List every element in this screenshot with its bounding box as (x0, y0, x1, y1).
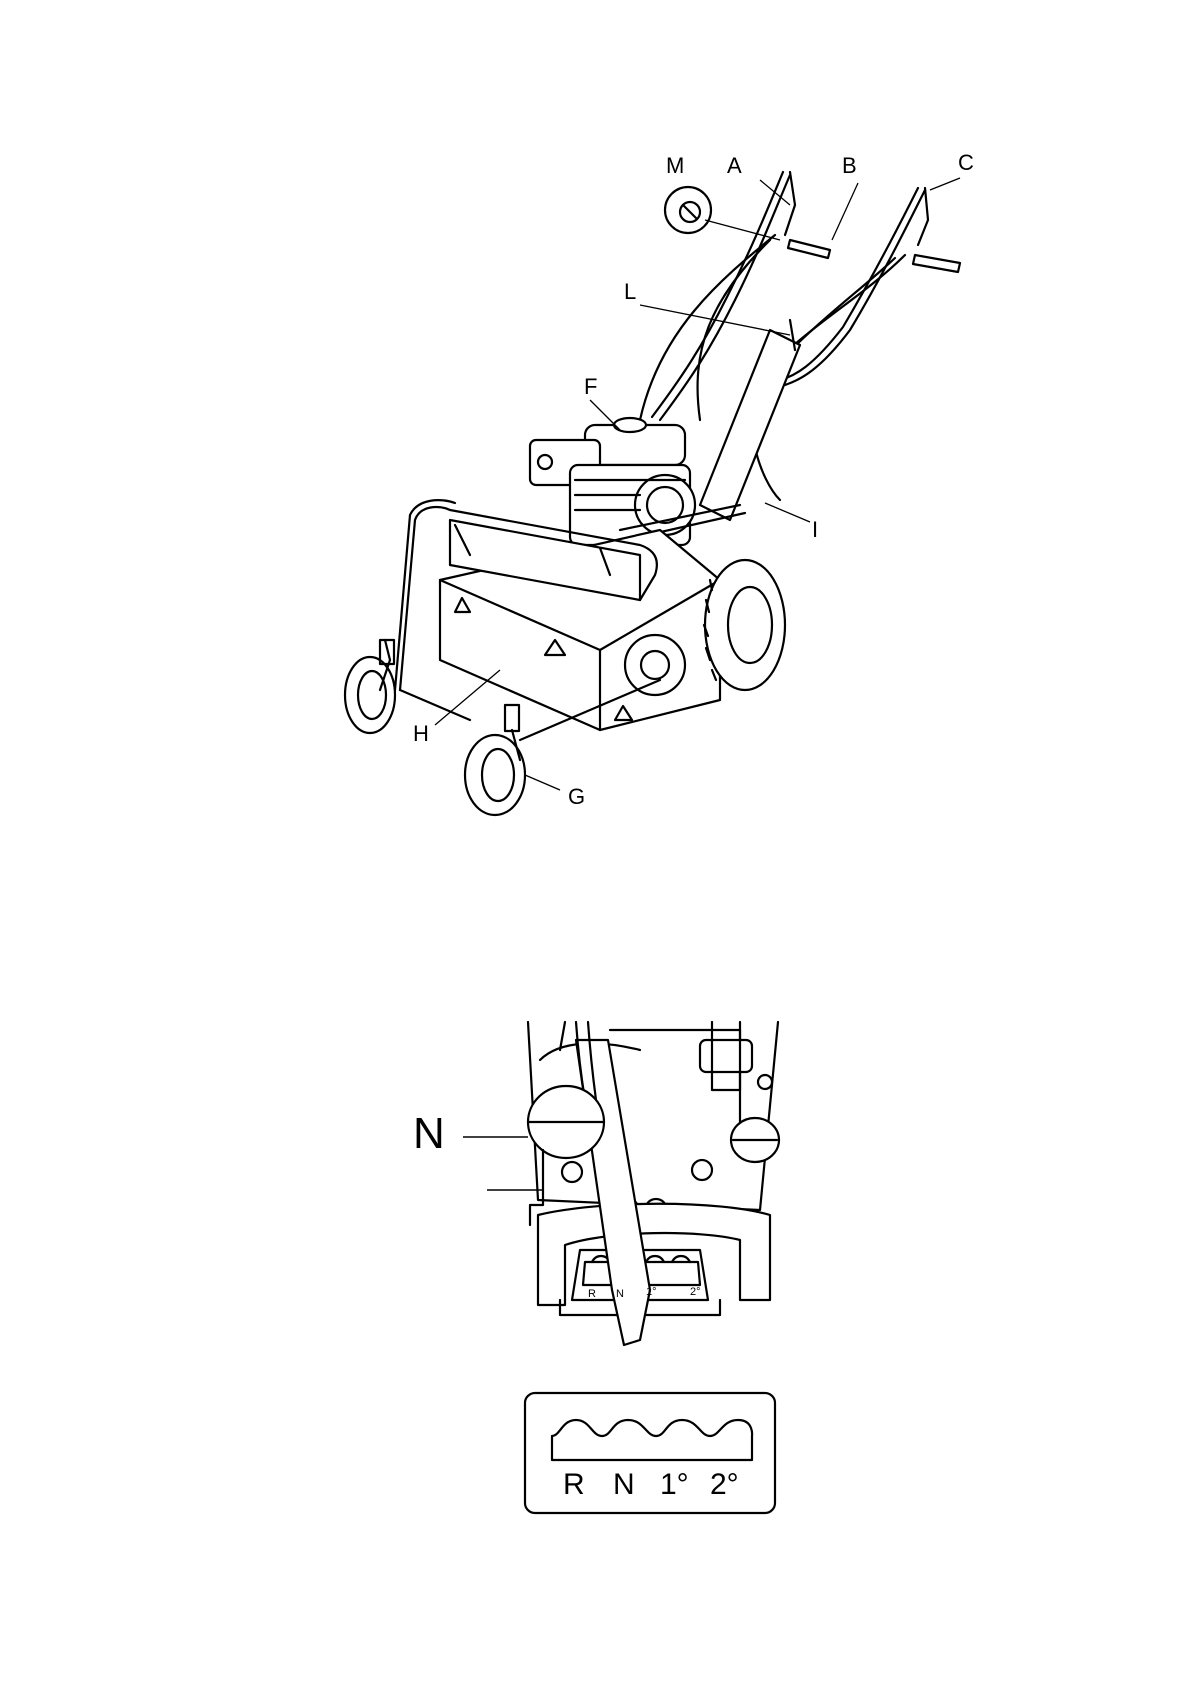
gate-label-r: R (588, 1289, 596, 1300)
plate-label-n: N (613, 1470, 635, 1500)
plate-label-r: R (563, 1470, 585, 1500)
gate-label-2: 2° (690, 1287, 701, 1298)
label-n: N (413, 1112, 445, 1156)
bolt-4 (692, 1160, 712, 1180)
gate-label-n: N (616, 1289, 624, 1300)
plate-label-1: 1° (660, 1470, 689, 1500)
bolt-1 (562, 1162, 582, 1182)
plate-label-2: 2° (710, 1470, 739, 1500)
bracket (700, 1040, 752, 1072)
gate-label-1: 1° (646, 1287, 657, 1298)
